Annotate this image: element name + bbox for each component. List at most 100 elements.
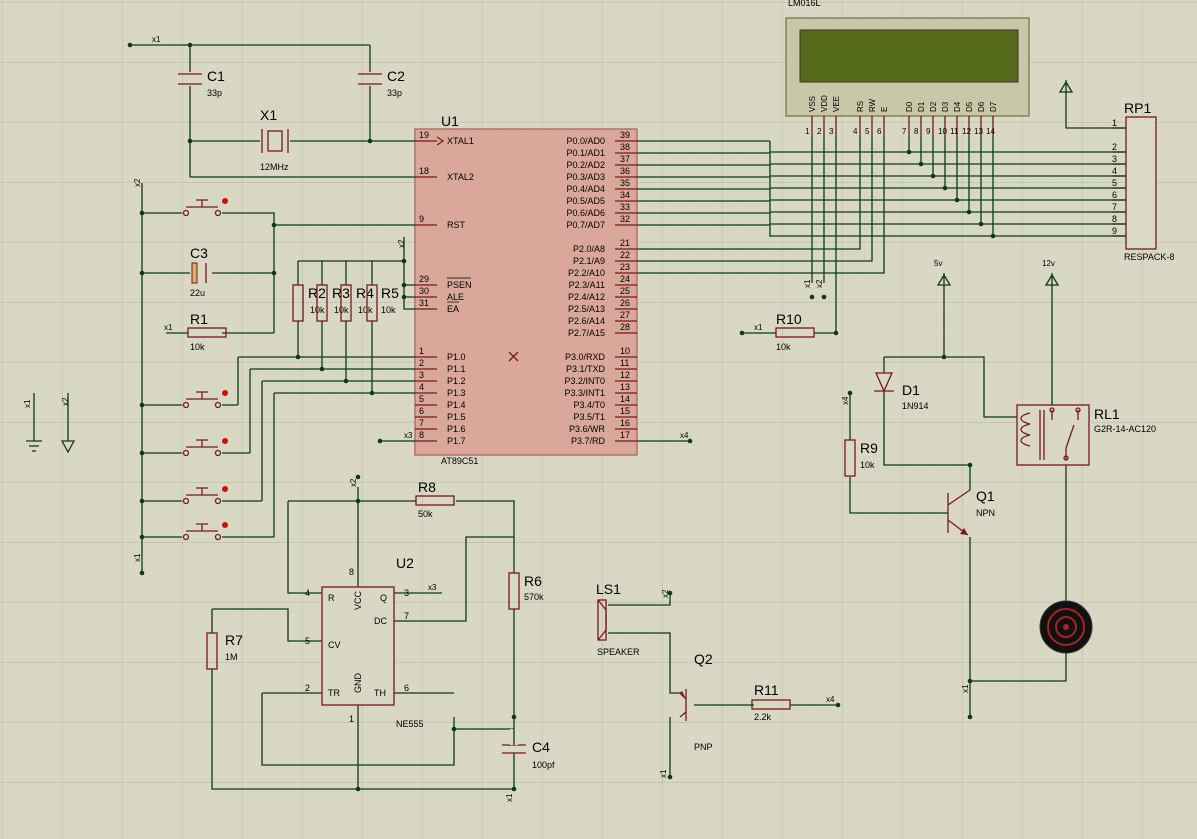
c2-capacitor[interactable]: C2 33p <box>358 68 405 98</box>
r1-resistor[interactable]: R1 10k <box>166 311 227 352</box>
push-button[interactable] <box>182 390 229 409</box>
u1-pin-number: 27 <box>620 310 630 320</box>
q2-transistor[interactable]: Q2 PNP <box>678 651 713 752</box>
push-button[interactable] <box>182 522 229 541</box>
u1-pin-number: 16 <box>620 418 630 428</box>
junction-dot <box>687 438 693 444</box>
ls1-speaker[interactable]: LS1 SPEAKER <box>596 581 640 657</box>
dc-motor[interactable] <box>1039 600 1093 654</box>
u1-pin-label: PSEN <box>447 280 472 290</box>
r9-ref: R9 <box>860 440 878 456</box>
x1-crystal[interactable]: X1 12MHz <box>260 107 289 172</box>
u1-pin-label: P3.5/T1 <box>573 412 605 422</box>
r10-resistor[interactable]: R10 10k <box>775 311 815 352</box>
junction-dot <box>401 258 407 264</box>
r8-val: 50k <box>418 509 433 519</box>
rl1-val: G2R-14-AC120 <box>1094 424 1156 434</box>
push-button[interactable] <box>182 486 229 505</box>
r7-resistor[interactable]: R7 1M <box>206 632 243 670</box>
lcd-pin-number: 14 <box>986 127 995 136</box>
r9-resistor[interactable]: R9 10k <box>844 439 878 477</box>
u1-pin-number: 32 <box>620 214 630 224</box>
junction-dot <box>139 534 145 540</box>
u2-part: NE555 <box>396 719 424 729</box>
u1-pin-number: 21 <box>620 238 630 248</box>
net-label: x2 <box>133 178 142 187</box>
power-ground-symbols <box>26 80 1074 454</box>
x1-ref: X1 <box>260 107 277 123</box>
u1-microcontroller[interactable]: U1 AT89C51 19XTAL118XTAL29RST29PSEN30ALE… <box>414 113 638 466</box>
push-button[interactable] <box>182 438 229 457</box>
x1-val: 12MHz <box>260 162 289 172</box>
junction-dot <box>401 282 407 288</box>
r4-resistor[interactable]: R4 10k <box>340 284 374 322</box>
u2-pin-number: 1 <box>349 714 354 724</box>
junction-dot <box>271 222 277 228</box>
u2-pin-number: 8 <box>349 567 354 577</box>
reset-button[interactable] <box>182 198 229 217</box>
u1-pin-label: P3.1/TXD <box>566 364 606 374</box>
rl1-relay[interactable]: RL1 G2R-14-AC120 <box>1016 404 1156 466</box>
lcd-pin-label: D3 <box>941 101 950 112</box>
r6-resistor[interactable]: R6 570k <box>508 572 544 610</box>
c4-capacitor[interactable]: C4 100pf <box>502 717 555 770</box>
u1-pin-number: 9 <box>419 214 424 224</box>
net-label: x1 <box>803 279 812 288</box>
u1-pin-label: P1.3 <box>447 388 466 398</box>
c1-capacitor[interactable]: C1 33p <box>178 68 225 98</box>
u1-pin-label: ALE <box>447 292 464 302</box>
u1-pin-number: 19 <box>419 130 429 140</box>
r10-ref: R10 <box>776 311 802 327</box>
lcd-pin-label: VSS <box>808 96 817 112</box>
r8-ref: R8 <box>418 479 436 495</box>
u1-pin-label: P2.6/A14 <box>568 316 605 326</box>
net-label: x4 <box>826 695 835 704</box>
u1-pin-label: P2.1/A9 <box>573 256 605 266</box>
rp1-pin-number: 5 <box>1112 178 1117 188</box>
u1-pin-number: 14 <box>620 394 630 404</box>
lcd-pin-number: 3 <box>829 127 834 136</box>
r8-resistor[interactable]: R8 50k <box>415 479 455 519</box>
r5-resistor[interactable]: R5 10k <box>366 284 399 322</box>
u1-pin-label: XTAL1 <box>447 136 474 146</box>
r11-ref: R11 <box>754 682 779 698</box>
u2-pin-number: 6 <box>404 683 409 693</box>
lcd-pin-label: D6 <box>977 101 986 112</box>
u2-pin-number: 3 <box>404 588 409 598</box>
junction-dot <box>271 270 277 276</box>
junction-dot <box>343 378 349 384</box>
lcd-lm016l[interactable]: LM016L VSS1VDD2VEE3RS4RW5E6D07D18D29D310… <box>785 0 1030 137</box>
u1-pin-label: P3.0/RXD <box>565 352 606 362</box>
u2-pin-label: VCC <box>353 590 363 610</box>
r4-ref: R4 <box>356 285 374 301</box>
lcd-pin-label: RW <box>868 98 877 112</box>
net-label: x2 <box>61 397 70 406</box>
junction-dot <box>127 42 133 48</box>
junction-dot <box>966 209 972 215</box>
d1-diode[interactable]: D1 1N914 <box>874 372 929 411</box>
lcd-pin-label: D1 <box>917 101 926 112</box>
lcd-pin-label: D4 <box>953 101 962 112</box>
q1-val: NPN <box>976 508 995 518</box>
r7-val: 1M <box>225 652 238 662</box>
u1-pin-number: 34 <box>620 190 630 200</box>
u1-pin-label: P0.7/AD7 <box>566 220 605 230</box>
push-buttons[interactable] <box>182 390 229 541</box>
u1-clock-mark <box>436 136 445 146</box>
lcd-pin-number: 9 <box>926 127 931 136</box>
net-label: x1 <box>152 35 161 44</box>
q1-transistor[interactable]: Q1 NPN <box>947 488 995 536</box>
r11-resistor[interactable]: R11 2.2k <box>751 682 791 722</box>
r5-ref: R5 <box>381 285 399 301</box>
net-label: x2 <box>397 239 406 248</box>
u1-pin-number: 26 <box>620 298 630 308</box>
net-label: x1 <box>164 323 173 332</box>
c3-capacitor[interactable]: C3 22u <box>190 245 208 298</box>
lcd-pin-number: 12 <box>962 127 971 136</box>
junction-dot <box>809 294 815 300</box>
d1-ref: D1 <box>902 382 920 398</box>
c3-ref: C3 <box>190 245 208 261</box>
u1-pin-label: P0.5/AD5 <box>566 196 605 206</box>
u2-pin-label: R <box>328 593 335 603</box>
